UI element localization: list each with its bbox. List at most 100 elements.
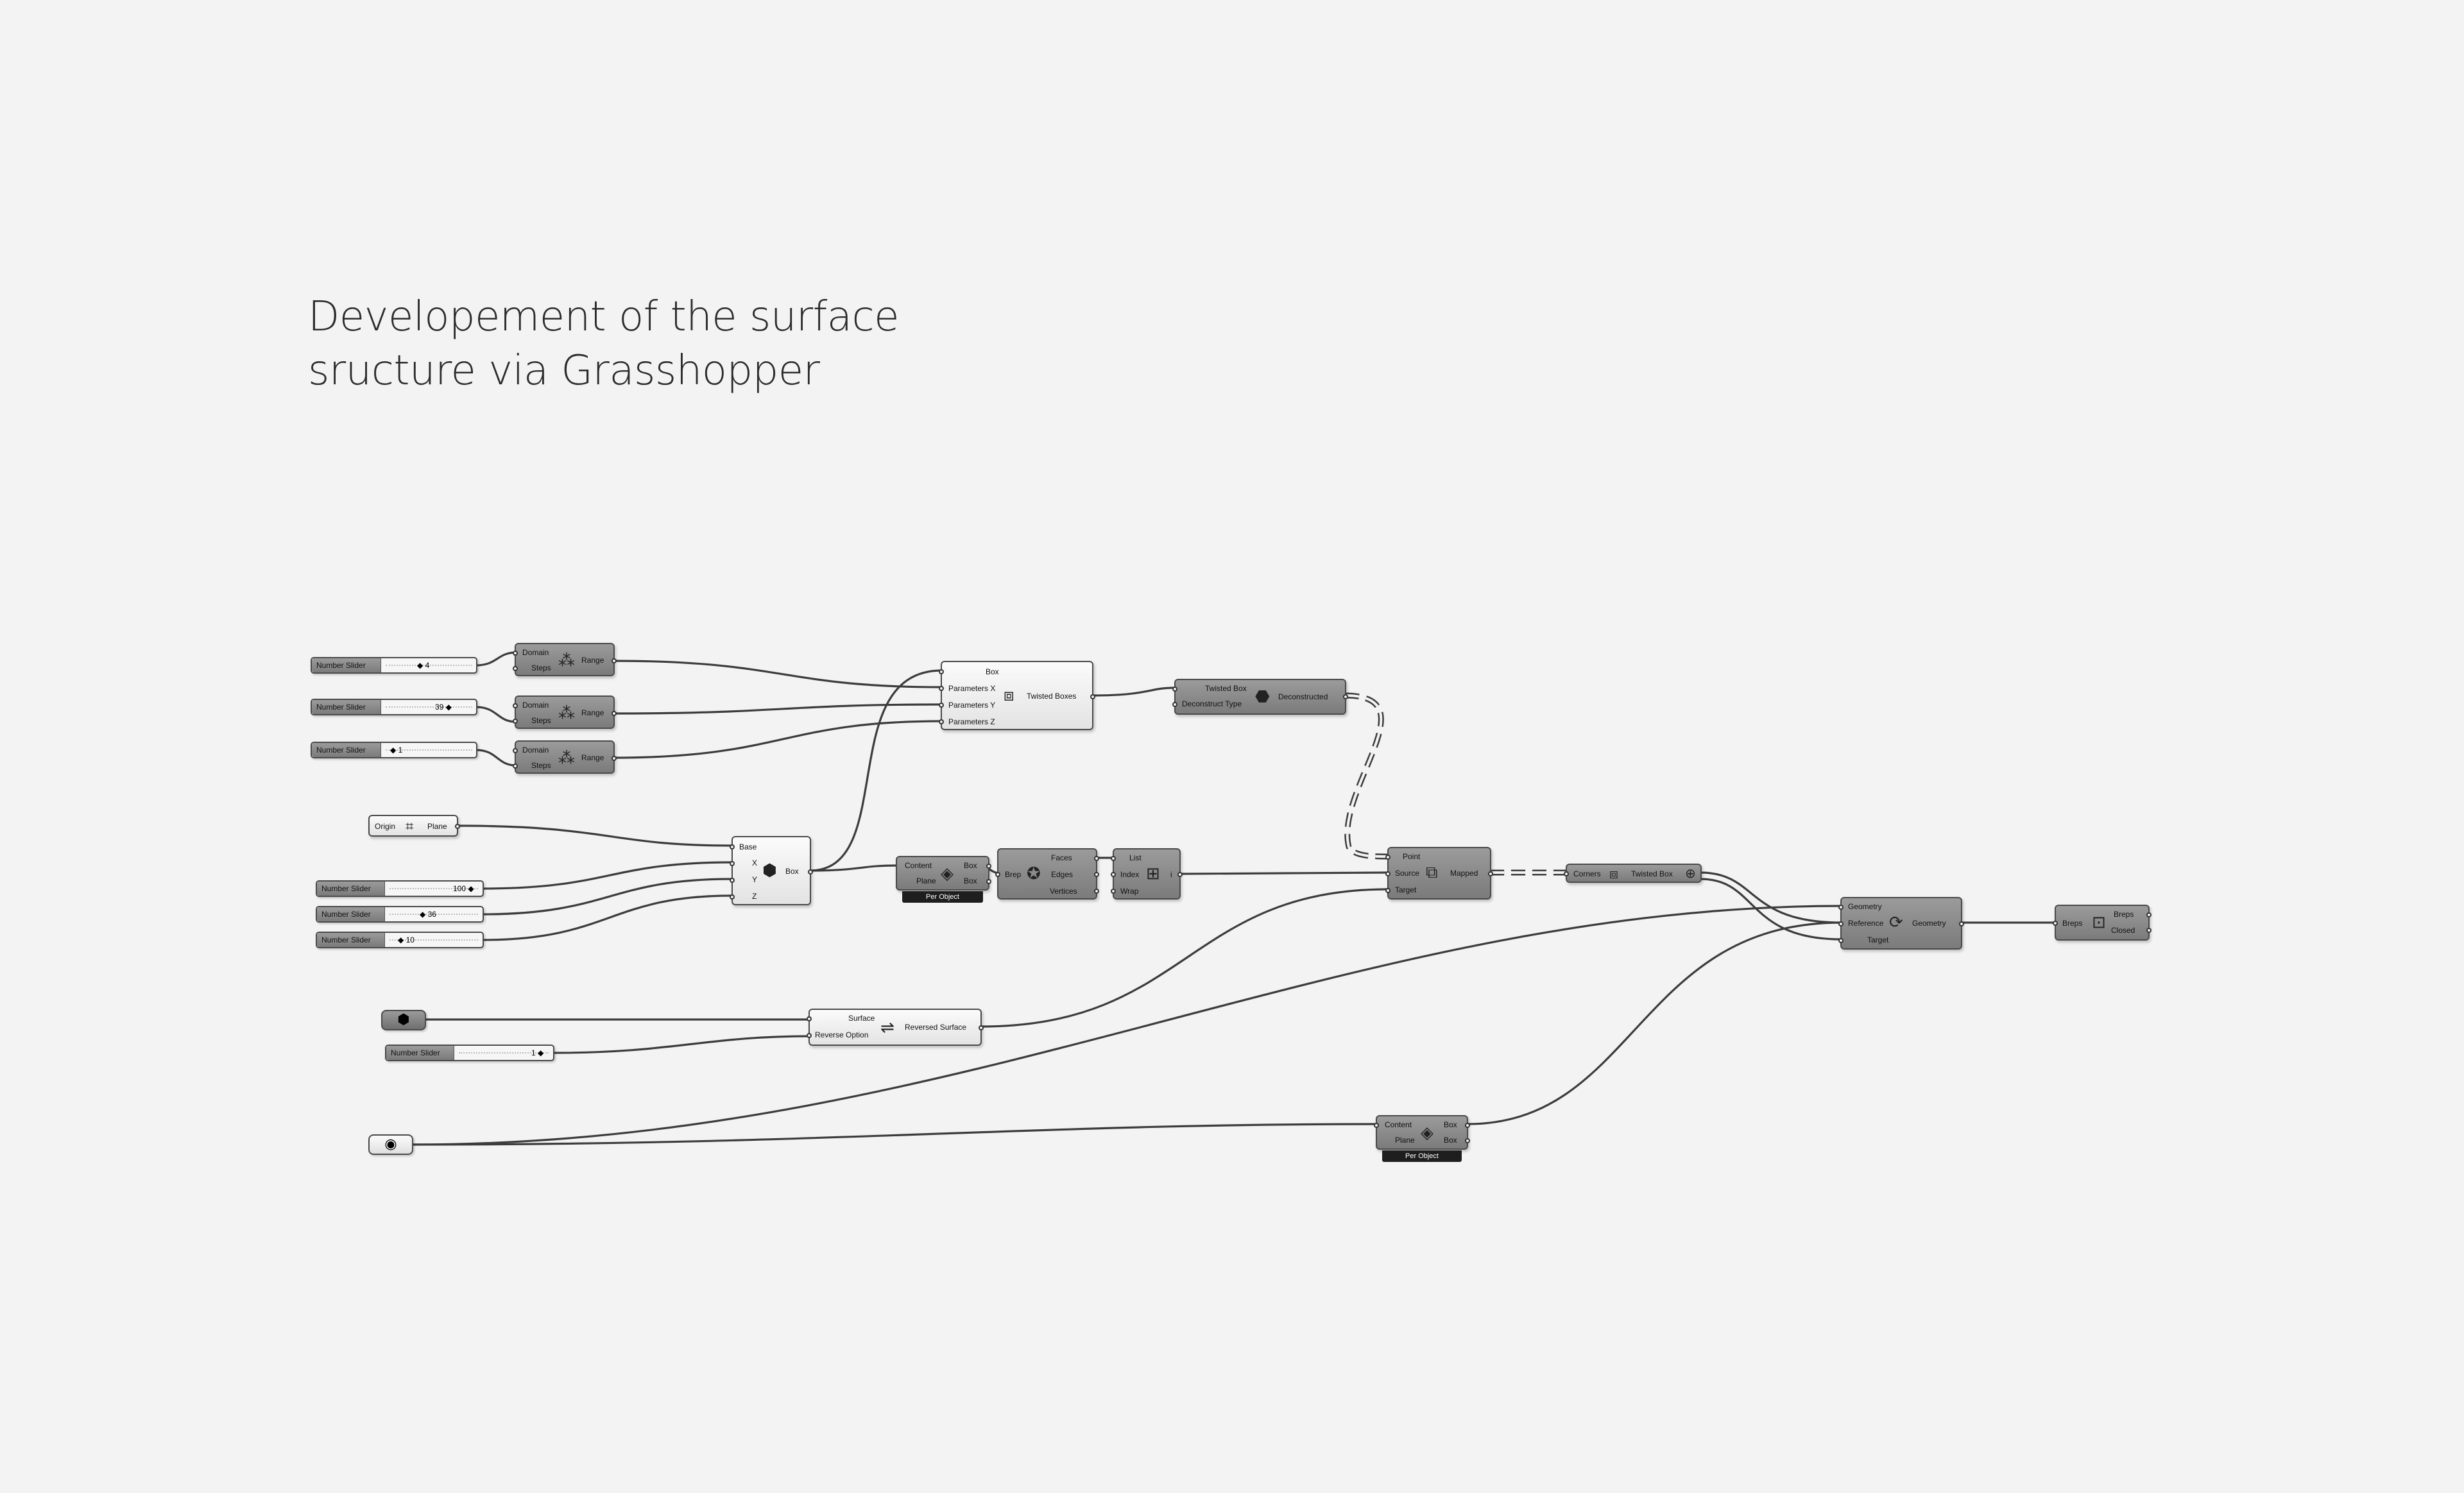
output-port[interactable] xyxy=(1094,872,1099,877)
input-port[interactable] xyxy=(995,872,1000,877)
map-in-target: Target xyxy=(1395,885,1417,894)
input-port[interactable] xyxy=(807,1033,812,1038)
slider-value[interactable]: ◆ 36 xyxy=(420,910,436,919)
number-slider-2[interactable]: Number Slider 39 ◆ xyxy=(311,699,477,715)
per-object-badge: Per Object xyxy=(902,891,983,903)
title-line-1: Developement of the surface xyxy=(308,293,900,341)
input-port[interactable] xyxy=(513,651,518,656)
content-component-2[interactable]: Content Plane ◈ Box Box xyxy=(1374,1115,1470,1150)
input-port[interactable] xyxy=(1838,938,1844,943)
input-port[interactable] xyxy=(1838,905,1844,910)
input-port[interactable] xyxy=(513,719,518,724)
number-slider-7[interactable]: Number Slider 1 ◆ xyxy=(385,1045,554,1061)
slider-value[interactable]: 100 ◆ xyxy=(453,884,474,893)
range-component-1[interactable]: Domain Steps ⁂ Range xyxy=(513,643,617,676)
input-port[interactable] xyxy=(513,748,518,753)
number-slider-6[interactable]: Number Slider ◆ 10 xyxy=(316,932,484,948)
number-slider-5[interactable]: Number Slider ◆ 36 xyxy=(316,906,484,923)
slider-value[interactable]: 39 ◆ xyxy=(435,703,452,712)
box-morph-component[interactable]: Point Source Target ⧉ Mapped xyxy=(1385,847,1493,900)
output-port[interactable] xyxy=(1090,694,1095,699)
output-port[interactable] xyxy=(986,864,991,869)
input-port[interactable] xyxy=(730,861,735,866)
input-port[interactable] xyxy=(1172,687,1177,692)
output-port[interactable] xyxy=(1465,1123,1470,1128)
input-port[interactable] xyxy=(807,1016,812,1021)
content-out-1: Box xyxy=(1444,1120,1457,1129)
output-port[interactable] xyxy=(612,756,617,761)
slider-track[interactable] xyxy=(459,1052,549,1054)
input-port[interactable] xyxy=(1385,855,1390,860)
wire xyxy=(809,864,897,872)
number-slider-1[interactable]: Number Slider ◆ 4 xyxy=(311,657,477,674)
output-port[interactable] xyxy=(979,1025,984,1030)
output-port[interactable] xyxy=(2146,928,2152,933)
input-port[interactable] xyxy=(1385,888,1390,893)
slider-track[interactable] xyxy=(386,665,472,666)
input-port[interactable] xyxy=(939,669,944,674)
number-slider-4[interactable]: Number Slider 100 ◆ xyxy=(316,880,484,897)
input-port[interactable] xyxy=(1111,872,1116,877)
input-port[interactable] xyxy=(513,703,518,708)
deconstruct-component[interactable]: Twisted Box Deconstruct Type ⬣ Deconstru… xyxy=(1172,679,1348,715)
input-port[interactable] xyxy=(1564,871,1569,876)
range-component-3[interactable]: Domain Steps ⁂ Range xyxy=(513,740,617,774)
plane-component[interactable]: Origin ⌗ Plane xyxy=(368,815,460,837)
input-port[interactable] xyxy=(939,719,944,724)
output-port[interactable] xyxy=(1465,1138,1470,1143)
content-component-1[interactable]: Content Plane ◈ Box Box xyxy=(896,856,991,891)
output-port[interactable] xyxy=(612,658,617,663)
wire xyxy=(411,1123,1378,1146)
output-port[interactable] xyxy=(1094,856,1099,861)
slider-track[interactable] xyxy=(389,914,478,915)
slider-track[interactable] xyxy=(389,888,478,889)
input-port[interactable] xyxy=(730,844,735,849)
slider-value[interactable]: ◆ 4 xyxy=(417,661,430,670)
box-component[interactable]: Base X Y Z ⬢ Box xyxy=(730,836,813,905)
input-port[interactable] xyxy=(513,764,518,769)
range-icon: ⁂ xyxy=(558,651,575,670)
list-item-component[interactable]: List Index Wrap ⊞ i xyxy=(1111,848,1183,900)
input-port[interactable] xyxy=(1111,856,1116,861)
output-port[interactable] xyxy=(1094,889,1099,894)
input-port[interactable] xyxy=(939,703,944,708)
input-port[interactable] xyxy=(730,878,735,883)
input-port[interactable] xyxy=(1374,1123,1379,1128)
orient-component[interactable]: Geometry Reference Target ⟳ Geometry xyxy=(1838,897,1964,950)
output-port[interactable] xyxy=(808,869,813,874)
brep-check-component[interactable]: Breps ⊡ Breps Closed xyxy=(2053,905,2152,941)
output-port[interactable] xyxy=(986,879,991,884)
twisted-box-component[interactable]: Box Parameters X Parameters Y Parameters… xyxy=(939,661,1095,730)
input-port[interactable] xyxy=(513,666,518,671)
output-port[interactable] xyxy=(612,711,617,716)
options-icon[interactable]: ⊕ xyxy=(1685,867,1696,881)
output-port[interactable] xyxy=(1177,872,1183,877)
slider-value[interactable]: 1 ◆ xyxy=(531,1048,544,1057)
surface-parameter[interactable]: ⬢ xyxy=(381,1010,426,1030)
input-port[interactable] xyxy=(730,894,735,900)
input-port[interactable] xyxy=(1385,871,1390,876)
output-port[interactable] xyxy=(455,824,460,829)
geometry-parameter[interactable]: ◉ xyxy=(368,1134,413,1155)
corners-component[interactable]: Corners ⧈ Twisted Box ⊕ xyxy=(1564,864,1702,883)
range-in-steps: Steps xyxy=(531,761,551,770)
slider-track[interactable] xyxy=(386,706,472,708)
slider-track[interactable] xyxy=(389,939,478,941)
input-port[interactable] xyxy=(1838,921,1844,926)
slider-value[interactable]: ◆ 1 xyxy=(390,746,403,755)
output-port[interactable] xyxy=(1343,694,1348,699)
output-port[interactable] xyxy=(2146,912,2152,917)
output-port[interactable] xyxy=(1488,871,1493,876)
brep-component[interactable]: Brep ✪ Faces Edges Vertices xyxy=(995,848,1099,900)
input-port[interactable] xyxy=(1172,702,1177,707)
output-port[interactable] xyxy=(1959,921,1964,926)
slider-value[interactable]: ◆ 10 xyxy=(398,935,415,944)
input-port[interactable] xyxy=(1111,889,1116,894)
number-slider-3[interactable]: Number Slider ◆ 1 xyxy=(311,742,477,758)
reverse-surface-component[interactable]: Surface Reverse Option ⇌ Reversed Surfac… xyxy=(807,1009,984,1046)
input-port[interactable] xyxy=(2053,921,2058,926)
per-object-badge: Per Object xyxy=(1382,1150,1462,1162)
input-port[interactable] xyxy=(939,686,944,691)
slider-track[interactable] xyxy=(386,749,472,751)
range-component-2[interactable]: Domain Steps ⁂ Range xyxy=(513,695,617,729)
